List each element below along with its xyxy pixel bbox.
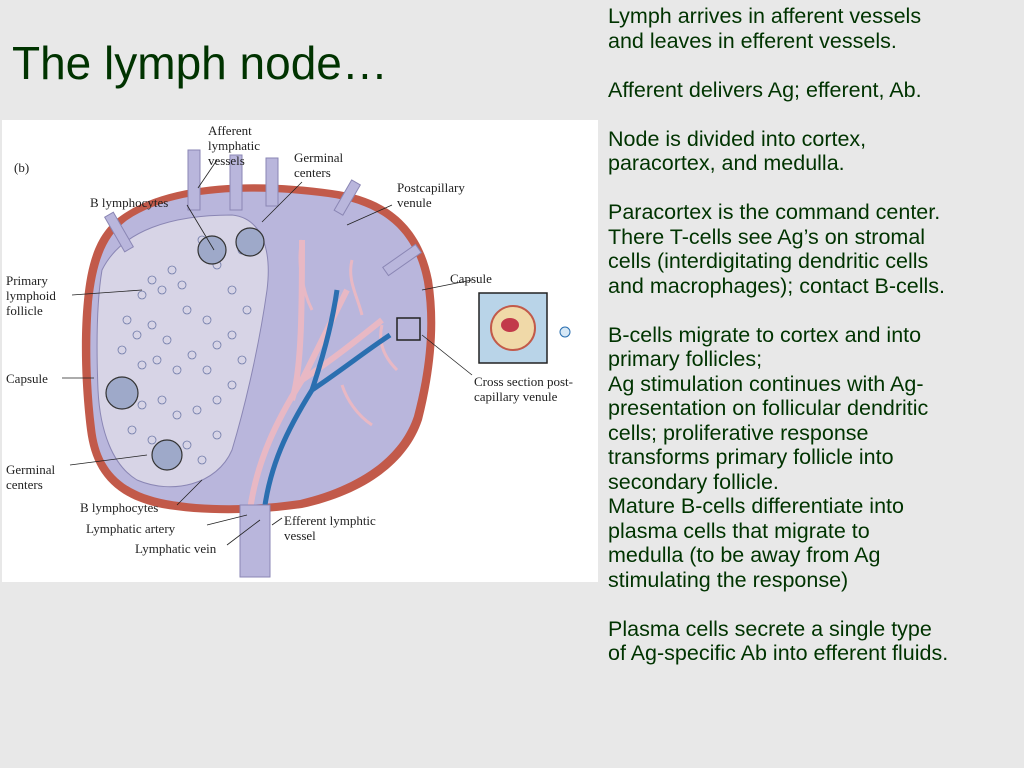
leader-lines: [62, 159, 473, 546]
panel-label: (b): [14, 160, 29, 175]
note-line: medulla (to be away from Ag: [608, 543, 881, 567]
note-line: B-cells migrate to cortex and into: [608, 322, 922, 347]
note-line: secondary follicle.: [608, 469, 779, 494]
lymph-node-diagram: (b) Afferent lymphatic vessels Germinal …: [2, 120, 598, 582]
cross-section-cell: [501, 318, 519, 332]
note-line: Paracortex is the command center.: [608, 200, 941, 224]
note-line: There T-cells see Ag’s on stromal: [608, 224, 926, 249]
note-line: and leaves in efferent vessels.: [608, 28, 897, 53]
note-line: of Ag-specific Ab into efferent fluids.: [608, 641, 949, 665]
lymph-node-svg: (b) Afferent lymphatic vessels Germinal …: [6, 123, 576, 578]
note-line: presentation on follicular dendritic: [608, 396, 929, 420]
germinal-centers: [105, 227, 265, 471]
label-postcapillary-venule: Postcapillary venule: [397, 180, 468, 210]
lymphatic-vein: [261, 289, 392, 575]
note-line: Plasma cells secrete a single type: [608, 616, 932, 641]
efferent-vessel: [239, 504, 271, 578]
label-lymphatic-vein: Lymphatic vein: [135, 541, 217, 556]
note-line: Mature B-cells differentiate into: [608, 494, 904, 518]
note-line: Node is divided into cortex,: [608, 126, 867, 151]
note-afferent-efferent: Afferent delivers Ag; efferent, Ab.: [608, 78, 1020, 103]
note-line: cells (interdigitating dendritic cells: [608, 249, 929, 273]
label-efferent-vessel: Efferent lymphtic vessel: [284, 513, 379, 543]
label-afferent-vessels: Afferent lymphatic vessels: [208, 123, 263, 168]
label-germinal-centers-top: Germinal centers: [294, 150, 346, 180]
note-line: Afferent delivers Ag; efferent, Ab.: [608, 77, 922, 102]
label-capsule-left: Capsule: [6, 371, 48, 386]
note-line: plasma cells that migrate to: [608, 518, 870, 543]
label-b-lymphocytes-top: B lymphocytes: [90, 195, 168, 210]
note-node-divisions: Node is divided into cortex, paracortex,…: [608, 127, 1020, 176]
note-lymph-flow: Lymph arrives in afferent vessels and le…: [608, 4, 1020, 53]
cortex-region: [96, 214, 269, 488]
note-plasma-cells: Plasma cells secrete a single type of Ag…: [608, 617, 1020, 666]
note-line: transforms primary follicle into: [608, 445, 894, 469]
note-line: and macrophages); contact B-cells.: [608, 273, 945, 298]
afferent-vessels: [103, 149, 422, 277]
note-line: stimulating the response): [608, 567, 849, 592]
label-primary-lymphoid-follicle: Primary lymphoid follicle: [6, 273, 59, 318]
note-line: paracortex, and medulla.: [608, 151, 845, 175]
cross-section-marker: [396, 317, 421, 341]
label-cross-section: Cross section post- capillary venule: [474, 374, 576, 404]
label-capsule-right: Capsule: [450, 271, 492, 286]
label-germinal-centers-bottom: Germinal centers: [6, 462, 58, 492]
cross-section-lymphocyte: [559, 326, 571, 338]
label-b-lymphocytes-bottom: B lymphocytes: [80, 500, 158, 515]
note-line: cells; proliferative response: [608, 420, 869, 445]
label-lymphatic-artery: Lymphatic artery: [86, 521, 176, 536]
notes-panel: Lymph arrives in afferent vessels and le…: [608, 4, 1020, 666]
note-b-cells: B-cells migrate to cortex and into prima…: [608, 323, 1020, 593]
note-line: Ag stimulation continues with Ag-: [608, 371, 924, 396]
note-line: Lymph arrives in afferent vessels: [608, 4, 922, 28]
note-paracortex: Paracortex is the command center. There …: [608, 200, 1020, 298]
slide-title: The lymph node…: [12, 37, 388, 89]
note-line: primary follicles;: [608, 347, 763, 371]
